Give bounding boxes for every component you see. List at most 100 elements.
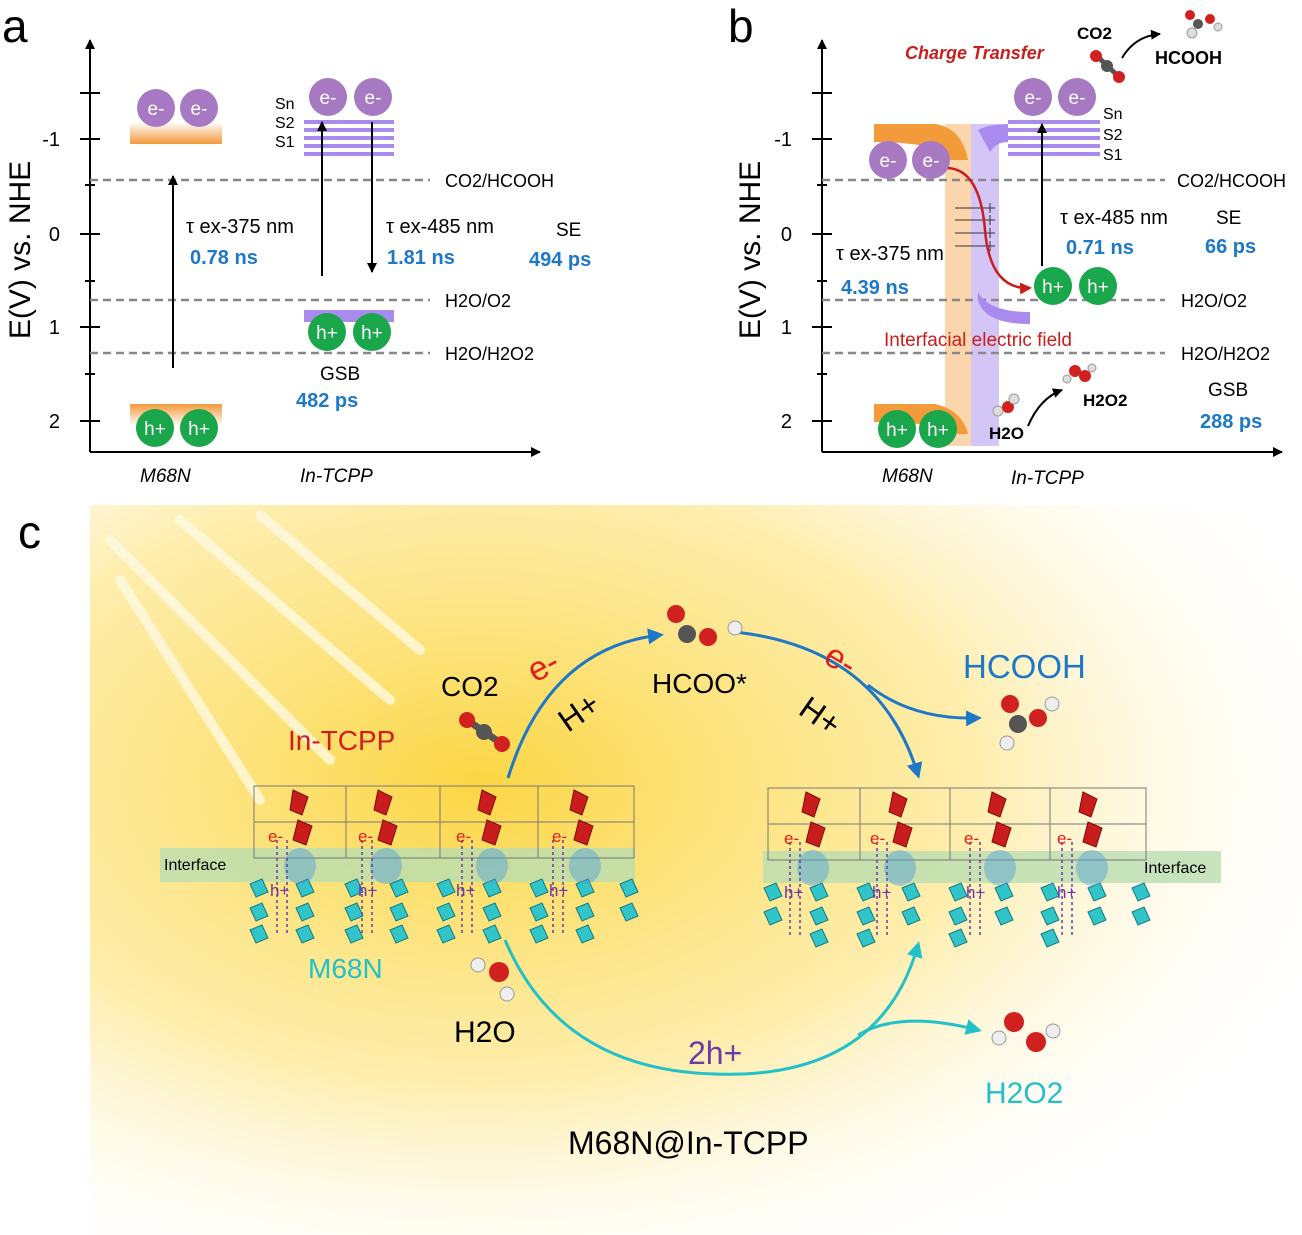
- tau-375-value: 4.39 ns: [841, 277, 909, 299]
- redox-label: CO2/HCOOH: [445, 171, 554, 191]
- electron: [354, 78, 392, 116]
- electron-label: e-: [1025, 88, 1042, 109]
- hole-label: h+: [927, 420, 949, 441]
- gsb-value: 482 ps: [296, 390, 358, 412]
- hole-label: h+: [1042, 277, 1064, 298]
- h2o-label: H2O: [454, 1016, 516, 1049]
- electron-path-arrow: [506, 628, 664, 779]
- field-marks: [955, 203, 995, 251]
- se-label: SE: [1216, 208, 1241, 229]
- co2-label: CO2: [1077, 24, 1112, 43]
- product-arrow: [857, 1019, 982, 1037]
- caption-label: M68N@In-TCPP: [568, 1125, 809, 1161]
- electron: [869, 141, 907, 179]
- redox-label: H2O/O2: [1181, 291, 1247, 311]
- h2o-label: H2O: [989, 424, 1024, 443]
- lattice-hole: h+: [456, 881, 475, 900]
- panel-letter-c: c: [18, 506, 41, 558]
- se-value: 494 ps: [529, 249, 591, 271]
- redox-label: H2O/H2O2: [445, 344, 534, 364]
- h2o2-molecule: [991, 1012, 1061, 1052]
- redox-label: CO2/HCOOH: [1177, 171, 1286, 191]
- hole: [1034, 267, 1072, 305]
- electron: [137, 89, 175, 127]
- tick-label: -1: [42, 129, 60, 151]
- in-tcpp-states: [304, 120, 394, 156]
- material-label: M68N: [882, 466, 933, 487]
- interface-band: [763, 851, 1221, 883]
- lattice-hole: h+: [966, 883, 985, 902]
- tau-485-value: 1.81 ns: [387, 247, 455, 269]
- hole-path-arrow: [503, 939, 923, 1076]
- lattice-electron: e-: [268, 827, 283, 846]
- state-label: S2: [275, 115, 295, 132]
- product-arrow: [867, 683, 982, 727]
- tick-label: 2: [49, 411, 60, 433]
- electron: [1058, 78, 1096, 116]
- lattice-electron: e-: [552, 827, 567, 846]
- in-tcpp-label: In-TCPP: [288, 725, 395, 756]
- h2o-molecule: [470, 957, 515, 1002]
- hole: [1079, 267, 1117, 305]
- lattice-hole: h+: [784, 883, 803, 902]
- hole: [180, 409, 218, 447]
- material-label: In-TCPP: [1011, 468, 1084, 489]
- se-label: SE: [556, 220, 581, 241]
- h2o-molecule: [992, 393, 1020, 417]
- tick-label: 2: [781, 411, 792, 433]
- material-label: In-TCPP: [300, 466, 373, 487]
- lattice-electron: e-: [870, 829, 885, 848]
- electron: [912, 141, 950, 179]
- electron: [309, 78, 347, 116]
- charge-transfer-arrow: [947, 166, 1032, 295]
- gsb-value: 288 ps: [1200, 411, 1262, 433]
- in-tcpp-gs-bent: [978, 292, 1030, 324]
- hcooh-molecule: [1185, 10, 1223, 39]
- redox-label: H2O/H2O2: [1181, 344, 1270, 364]
- redox-label: H2O/O2: [445, 291, 511, 311]
- tick-label: 1: [49, 317, 60, 339]
- electron: [1014, 78, 1052, 116]
- tau-485-label: τ ex-485 nm: [386, 216, 494, 238]
- lattice-left: e- e- e- e- h+ h+ h+ h+: [160, 785, 639, 944]
- reaction-arrow: [1121, 29, 1161, 59]
- hcooh-label: HCOOH: [963, 648, 1086, 685]
- hole: [136, 409, 174, 447]
- panel-c-content: c: [18, 506, 1221, 1161]
- state-label: Sn: [275, 96, 295, 113]
- hole-label: h+: [316, 323, 338, 344]
- h2o2-label: H2O2: [985, 1077, 1063, 1110]
- panel-b: b E(V) vs. NHE -1 0 1 2 CO2/HCOOH H2O/O2…: [728, 0, 1286, 489]
- electron: [180, 89, 218, 127]
- panel-a: a E(V) vs. NHE -1 0 1 2 CO2/HCOOH H2O/O2…: [2, 0, 591, 487]
- hole-label: h+: [361, 323, 383, 344]
- sun-rays: [105, 510, 425, 805]
- material-label: M68N: [140, 466, 191, 487]
- y-axis-ticks: [80, 92, 100, 422]
- lattice-electron: e-: [456, 827, 471, 846]
- charge-transfer-label: Charge Transfer: [905, 43, 1045, 63]
- in-tcpp-states: [1008, 120, 1100, 156]
- field-label: Interfacial electric field: [884, 330, 1072, 351]
- hole: [308, 313, 346, 351]
- m68n-label: M68N: [308, 953, 383, 984]
- gsb-label: GSB: [1208, 380, 1248, 401]
- tick-label: -1: [774, 129, 792, 151]
- hcoo-label: HCOO*: [652, 668, 747, 699]
- lattice-electron: e-: [1057, 829, 1072, 848]
- lattice-hole: h+: [872, 883, 891, 902]
- electron-label: e-: [148, 99, 165, 120]
- interface-label: Interface: [164, 857, 226, 874]
- hole-label: h+: [188, 419, 210, 440]
- state-label: S1: [275, 134, 295, 151]
- interface-label: Interface: [1144, 860, 1206, 877]
- hcooh-label: HCOOH: [1155, 48, 1222, 68]
- tau-375-value: 0.78 ns: [190, 247, 258, 269]
- electron-label: e-: [320, 88, 337, 109]
- reaction-arrow: [1027, 388, 1063, 427]
- hole-label: h+: [886, 420, 908, 441]
- electron-path-arrow: [734, 630, 923, 779]
- electron-label: e-: [365, 88, 382, 109]
